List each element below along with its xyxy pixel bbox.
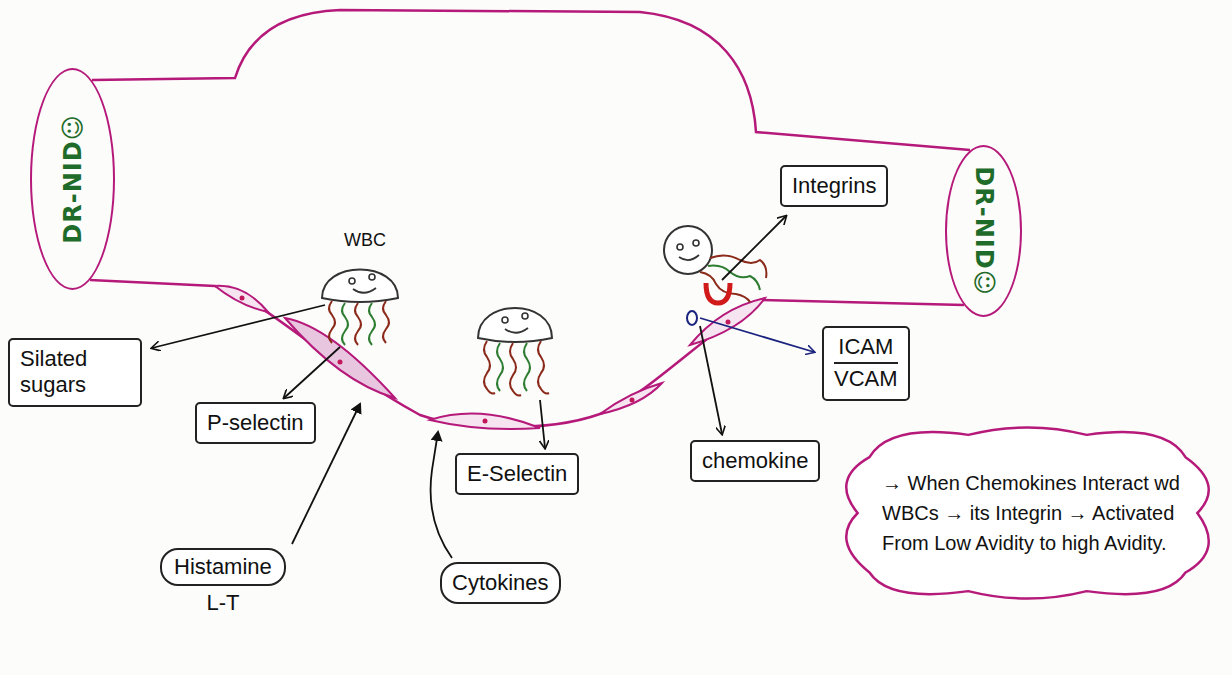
leader-arrows <box>152 216 814 558</box>
node-text: → When Chemokines Interact wd WBCs → its… <box>882 468 1185 558</box>
label-box: Cytokines <box>440 562 561 604</box>
label-box: P-selectin <box>195 402 316 444</box>
brand-text: DR-NID☺ <box>59 114 87 243</box>
cell-label: WBC <box>344 230 386 251</box>
node-text: E-Selectin <box>467 461 567 487</box>
node-text: Histamine <box>160 548 286 586</box>
label-box: Silated sugars <box>8 338 142 407</box>
wbc-figure <box>664 226 766 325</box>
wbc-figure <box>478 308 552 396</box>
node-text: chemokine <box>702 448 808 474</box>
vessel-wall <box>92 10 970 150</box>
node-text: P-selectin <box>207 410 304 436</box>
brand-oval: DR-NID☺ <box>30 68 115 290</box>
node-text: L-T <box>160 586 286 620</box>
node-text: ICAM <box>834 334 898 364</box>
wbc-figure <box>322 270 398 346</box>
label-box: E-Selectin <box>455 453 579 495</box>
brand-oval: DR-NID☺ <box>945 145 1022 317</box>
label-box: chemokine <box>690 440 820 482</box>
node-text: Cytokines <box>452 570 549 596</box>
label-box: HistamineL-T <box>160 548 286 621</box>
node-text: Silated sugars <box>20 346 130 399</box>
brand-text: DR-NID☺ <box>970 166 998 295</box>
label-box: Integrins <box>780 165 888 207</box>
node-text: VCAM <box>834 366 898 392</box>
label-box: ICAMVCAM <box>822 326 910 401</box>
node-text: Integrins <box>792 173 876 199</box>
note-cloud: → When Chemokines Interact wd WBCs → its… <box>830 420 1225 606</box>
